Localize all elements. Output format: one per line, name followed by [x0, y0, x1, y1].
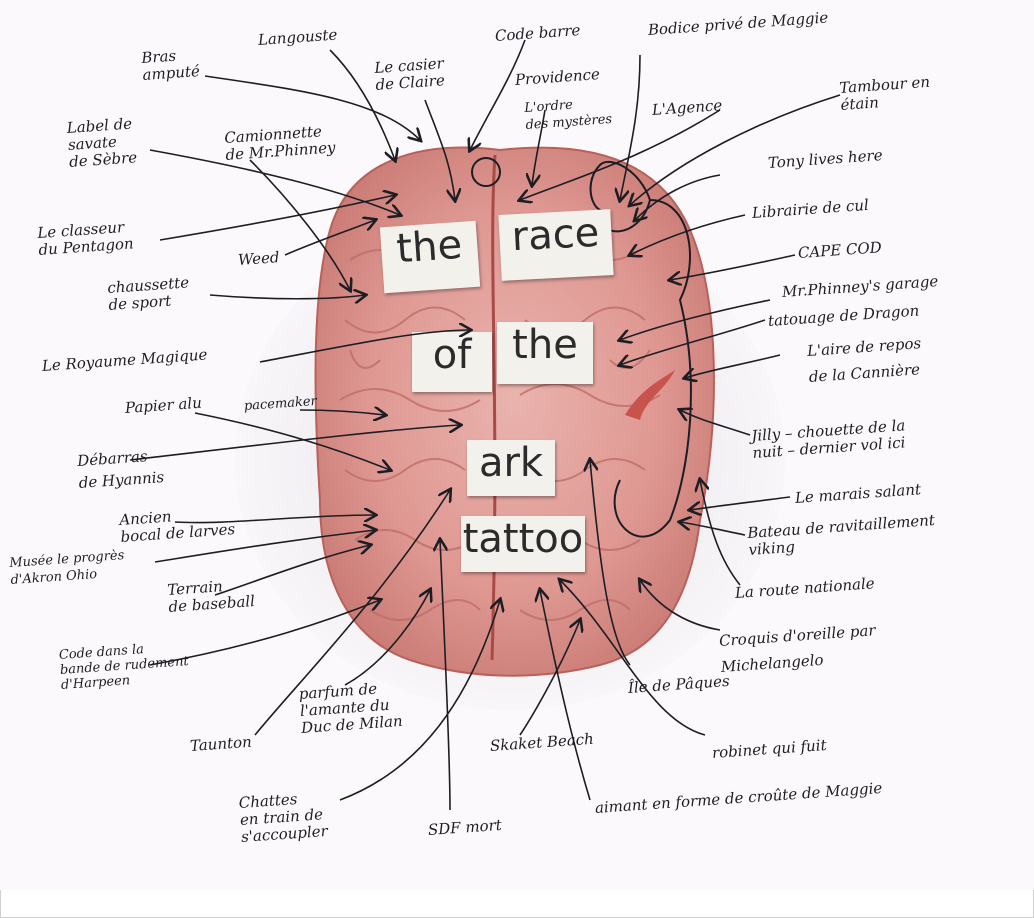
label-parfum: parfum de l'amante du Duc de Milan [298, 679, 403, 737]
label-bras-ampute: Bras amputé [141, 46, 201, 84]
label-casier-claire: Le casier de Claire [374, 55, 446, 94]
label-aire-repos: L'aire de repos de la Cannière [806, 330, 924, 390]
label-chaussette: chaussette de sport [107, 274, 191, 314]
label-savate: Label de savate de Sèbre [66, 115, 137, 171]
label-croquis: Croquis d'oreille par Michelangelo [718, 617, 878, 680]
label-weed: Weed [237, 249, 280, 269]
label-code-bande: Code dans la bande de rudement d'Harpeen [58, 639, 190, 693]
label-tambour: Tambour en étain [839, 74, 932, 114]
label-chattes: Chattes en train de s'accoupler [238, 789, 328, 846]
label-debarras: Débarras de Hyannis [76, 444, 164, 494]
label-terrain: Terrain de baseball [167, 576, 256, 616]
label-ordre-mysteres: L'ordre des mystères [524, 94, 613, 134]
label-classeur: Le classeur du Pentagon [37, 218, 134, 259]
